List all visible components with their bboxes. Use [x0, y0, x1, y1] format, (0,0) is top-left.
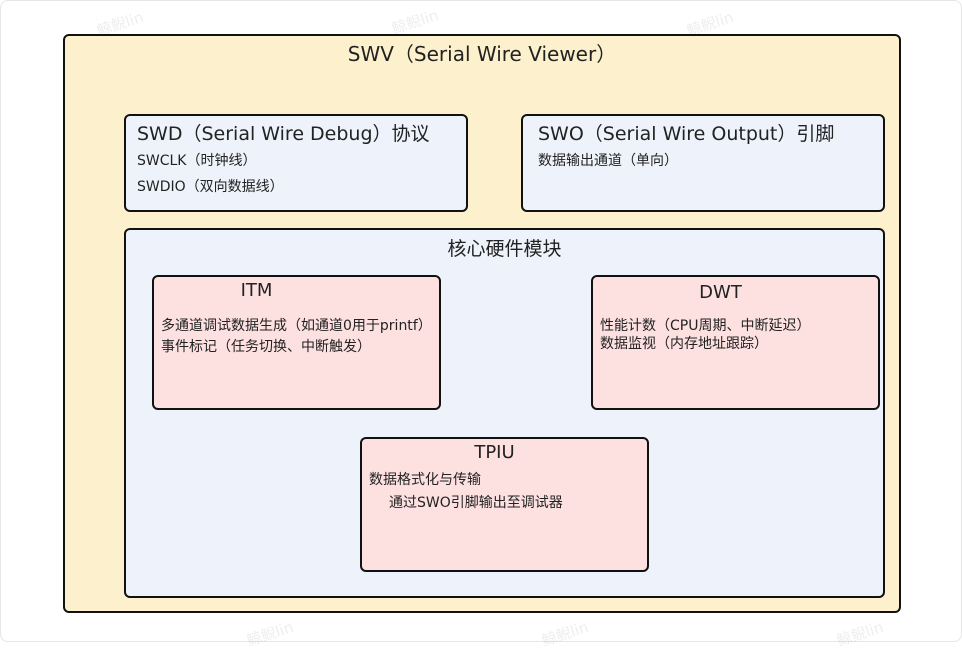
- swo-title: SWO（Serial Wire Output）引脚: [538, 123, 835, 145]
- itm-line-events: 事件标记（任务切换、中断触发）: [161, 339, 371, 355]
- itm-title: ITM: [240, 280, 273, 301]
- core-title: 核心硬件模块: [447, 238, 562, 260]
- tpiu-line-output: 通过SWO引脚输出至调试器: [389, 495, 563, 511]
- swd-title: SWD（Serial Wire Debug）协议: [137, 123, 430, 145]
- dwt-title: DWT: [699, 282, 742, 303]
- swd-line-swclk: SWCLK（时钟线）: [137, 153, 257, 169]
- swo-line-output: 数据输出通道（单向）: [538, 153, 678, 169]
- watermark: 鲸鲵lin: [244, 618, 296, 650]
- itm-module-box: ITM 多通道调试数据生成（如通道0用于printf） 事件标记（任务切换、中断…: [152, 275, 441, 410]
- watermark: 鲸鲵lin: [834, 618, 886, 650]
- swo-pin-box: SWO（Serial Wire Output）引脚 数据输出通道（单向）: [521, 114, 885, 212]
- tpiu-title: TPIU: [474, 442, 515, 463]
- swd-line-swdio: SWDIO（双向数据线）: [137, 179, 284, 195]
- dwt-line-watch: 数据监视（内存地址跟踪）: [600, 336, 768, 352]
- dwt-module-box: DWT 性能计数（CPU周期、中断延迟） 数据监视（内存地址跟踪）: [591, 275, 880, 410]
- itm-line-channels: 多通道调试数据生成（如通道0用于printf）: [161, 318, 432, 334]
- tpiu-module-box: TPIU 数据格式化与传输 通过SWO引脚输出至调试器: [360, 437, 649, 572]
- dwt-line-performance: 性能计数（CPU周期、中断延迟）: [600, 318, 811, 334]
- swd-protocol-box: SWD（Serial Wire Debug）协议 SWCLK（时钟线） SWDI…: [124, 114, 468, 212]
- watermark: 鲸鲵lin: [539, 618, 591, 650]
- swv-title: SWV（Serial Wire Viewer）: [347, 42, 617, 66]
- tpiu-line-format: 数据格式化与传输: [369, 472, 481, 488]
